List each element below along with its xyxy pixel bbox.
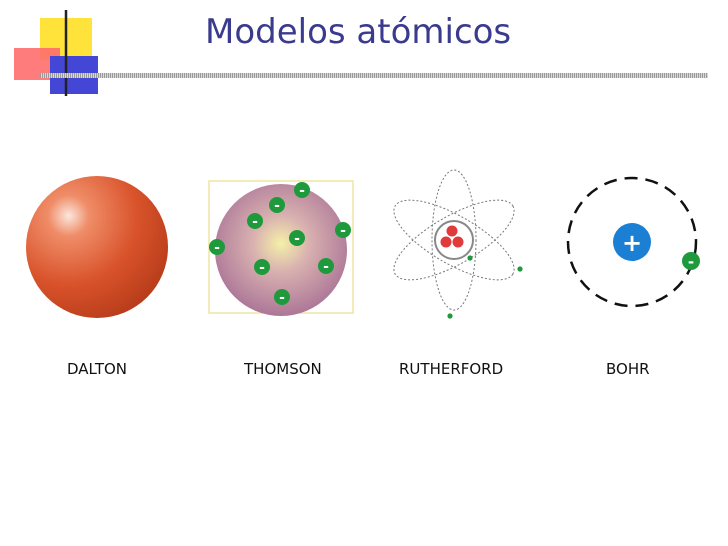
electron-icon: - [682,252,700,271]
electron-icon: - [335,222,351,239]
rutherford-model [393,169,523,319]
proton-icon: + [613,223,651,261]
page-title: Modelos atómicos [205,12,512,52]
electron-icon: - [289,230,305,247]
svg-text:-: - [259,260,265,276]
svg-text:-: - [214,240,220,256]
svg-text:+: + [622,229,642,257]
label-dalton: DALTON [67,360,128,378]
thomson-model: - - - - - - - - - [208,180,354,316]
label-thomson: THOMSON [244,360,322,378]
dalton-sphere [26,176,168,318]
svg-text:-: - [279,290,285,306]
electron-icon: - [294,182,310,199]
thomson-electrons: - - - - - - - - - [209,182,351,306]
bohr-orbit [566,176,698,308]
dalton-model [26,176,168,318]
electron-icon: - [318,258,334,275]
nucleus-icon [440,225,464,248]
svg-text:-: - [294,231,300,247]
svg-text:-: - [274,198,280,214]
svg-text:-: - [340,223,346,239]
electron-icon: - [209,239,225,256]
label-rutherford: RUTHERFORD [399,360,504,378]
svg-text:-: - [299,183,305,199]
electron-icon [517,266,523,272]
svg-text:-: - [252,214,258,230]
label-bohr: BOHR [606,360,650,378]
electron-icon: - [274,289,290,306]
bohr-model: + - [566,176,700,308]
electron-icon [467,255,473,261]
svg-text:-: - [323,259,329,275]
thomson-sphere [215,184,347,316]
electron-icon: - [247,213,263,230]
electron-icon: - [269,197,285,214]
svg-text:-: - [688,253,694,271]
electron-icon: - [254,259,270,276]
electron-icon [447,313,453,319]
corner-logo-icon [14,10,108,96]
title-divider [40,73,708,78]
